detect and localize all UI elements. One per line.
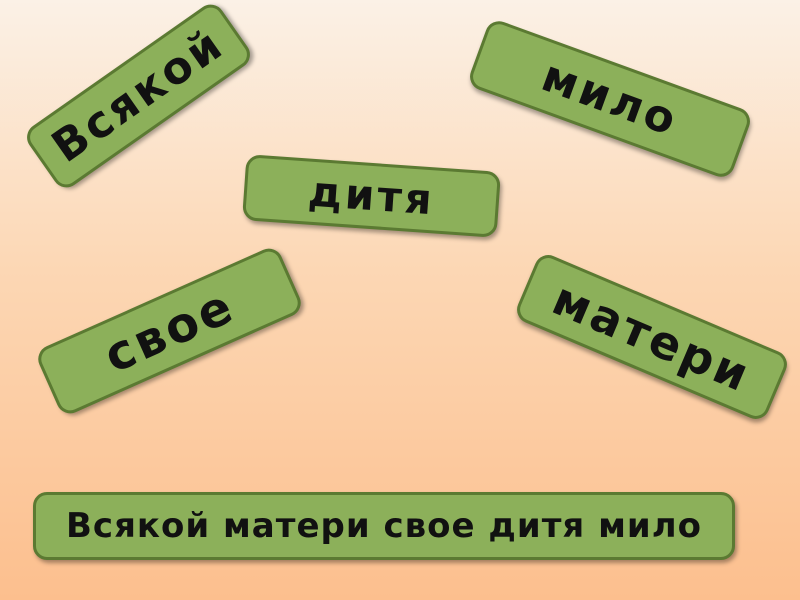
word-card-label: мило bbox=[535, 50, 686, 147]
word-card-label: свое bbox=[95, 277, 244, 385]
word-card-materi[interactable]: матери bbox=[512, 250, 792, 424]
word-card-label: Всякой bbox=[42, 18, 234, 173]
word-card-ditya[interactable]: дитя bbox=[242, 154, 501, 238]
word-card-svoe[interactable]: свое bbox=[33, 244, 306, 418]
answer-phrase-text: Всякой матери свое дитя мило bbox=[66, 506, 702, 546]
word-card-milo[interactable]: мило bbox=[466, 17, 754, 181]
word-card-vsyakoi[interactable]: Всякой bbox=[21, 0, 256, 193]
word-card-label: дитя bbox=[306, 166, 437, 225]
answer-phrase-card: Всякой матери свое дитя мило bbox=[33, 492, 735, 560]
word-card-label: матери bbox=[544, 271, 760, 403]
